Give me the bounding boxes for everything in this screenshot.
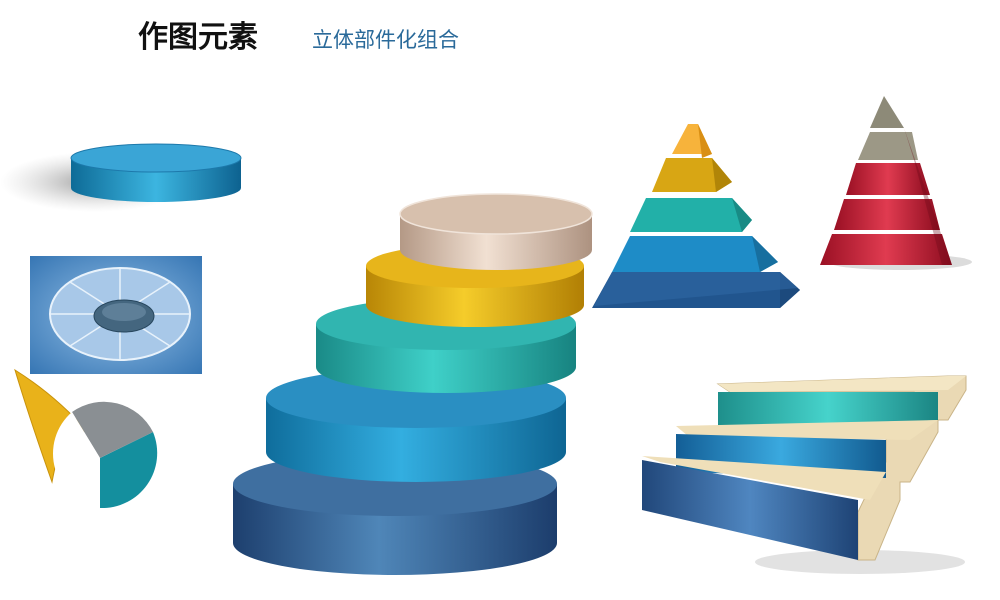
page-title: 作图元素 bbox=[138, 20, 258, 55]
layered-pyramid-icon bbox=[592, 124, 800, 308]
red-pyramid-icon bbox=[820, 96, 972, 270]
page-subtitle: 立体部件化组合 bbox=[312, 28, 459, 52]
flat-disc-icon bbox=[0, 143, 242, 212]
stacked-cylinders-icon bbox=[233, 193, 593, 575]
stairs-icon bbox=[642, 375, 967, 574]
segmented-wheel-icon bbox=[30, 256, 202, 374]
pie-arrow-icon bbox=[14, 368, 158, 509]
cylinder-layer-5 bbox=[399, 193, 593, 270]
